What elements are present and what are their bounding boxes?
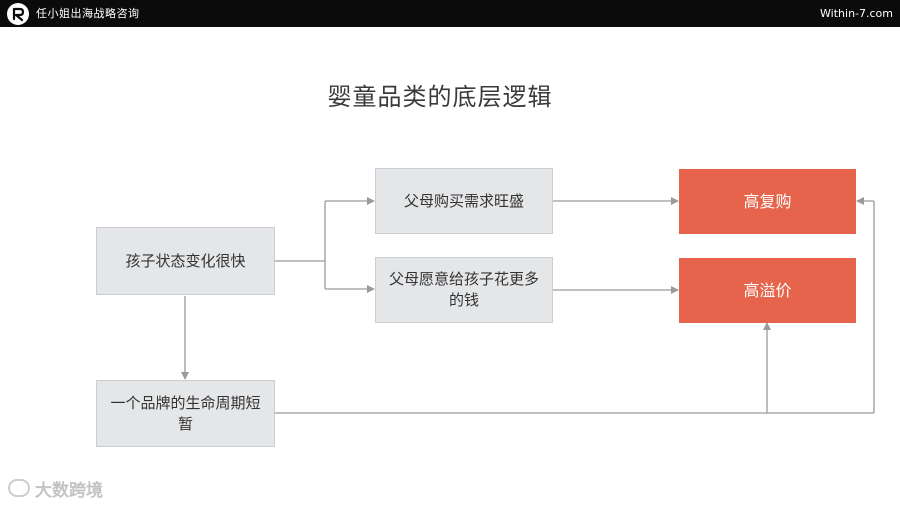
node-parent-demand: 父母购买需求旺盛 — [375, 168, 553, 234]
node-high-premium: 高溢价 — [679, 258, 856, 323]
page-title: 婴童品类的底层逻辑 — [327, 83, 553, 111]
node-parent-spend: 父母愿意给孩子花更多的钱 — [375, 257, 553, 323]
watermark: 大数跨境 — [8, 477, 103, 501]
brand-name: 任小姐出海战略咨询 — [36, 7, 140, 20]
node-high-repurchase: 高复购 — [679, 169, 856, 234]
node-child-change: 孩子状态变化很快 — [96, 227, 275, 295]
node-short-lifecycle: 一个品牌的生命周期短暂 — [96, 380, 275, 447]
watermark-logo-icon — [8, 479, 30, 497]
top-bar: 任小姐出海战略咨询 Within-7.com — [0, 0, 900, 27]
watermark-text: 大数跨境 — [35, 480, 103, 501]
site-url: Within-7.com — [820, 7, 893, 20]
brand-logo-icon — [7, 3, 29, 25]
